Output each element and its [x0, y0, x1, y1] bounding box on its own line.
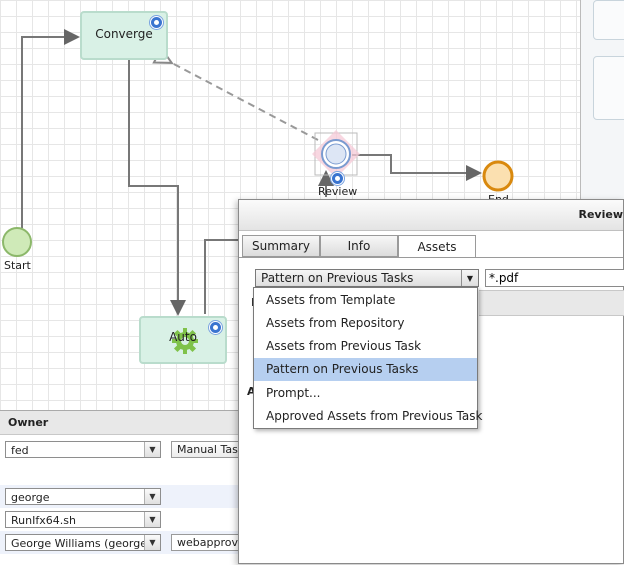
owner-select[interactable]: George Williams (george) ▼ — [5, 534, 161, 551]
review-badge-icon[interactable] — [331, 172, 344, 185]
palette-box-top[interactable] — [593, 0, 624, 40]
tab-info-label: Info — [347, 239, 371, 253]
task-auto-label: Auto — [169, 330, 197, 344]
option-label: Assets from Repository — [266, 316, 405, 330]
end-event-shape — [482, 160, 514, 192]
chevron-down-icon[interactable]: ▼ — [144, 442, 160, 457]
tab-info[interactable]: Info — [320, 235, 398, 257]
tab-assets[interactable]: Assets — [398, 235, 476, 258]
dropdown-option-selected[interactable]: Pattern on Previous Tasks — [254, 358, 477, 381]
asset-source-value: Pattern on Previous Tasks — [261, 271, 414, 285]
connector-converge-auto — [128, 60, 186, 316]
approver-box[interactable]: webapprove — [171, 534, 241, 551]
tab-summary-label: Summary — [252, 239, 310, 253]
owner-select[interactable]: fed ▼ — [5, 441, 161, 458]
tab-summary[interactable]: Summary — [242, 235, 320, 257]
task-converge-label: Converge — [95, 26, 153, 41]
connector-review-converge-dashed — [170, 62, 319, 141]
column-header-band — [479, 290, 624, 316]
owner-row: fed ▼ Manual Task — [0, 438, 241, 461]
connector-layer — [2, 29, 514, 316]
owner-column-header[interactable]: Owner — [0, 411, 240, 435]
owner-select-value: george — [11, 491, 50, 504]
dropdown-option[interactable]: Assets from Template — [254, 289, 477, 312]
approver-value: webapprove — [177, 536, 241, 549]
tab-assets-label: Assets — [417, 239, 457, 254]
pattern-input[interactable] — [485, 269, 624, 287]
option-label: Assets from Previous Task — [266, 339, 422, 353]
task-converge[interactable]: Converge — [80, 11, 168, 60]
gear-icon — [172, 328, 198, 354]
connector-start-converge — [21, 29, 80, 228]
chevron-down-icon[interactable]: ▼ — [461, 270, 478, 286]
owner-row: RunIfx64.sh ▼ — [0, 508, 240, 531]
start-label: Start — [4, 259, 31, 272]
option-label: Approved Assets from Previous Task — [266, 409, 483, 423]
owner-select[interactable]: george ▼ — [5, 488, 161, 505]
task-type-value: Manual Task — [177, 443, 241, 456]
dropdown-option[interactable]: Prompt... — [254, 382, 477, 405]
chevron-down-icon[interactable]: ▼ — [144, 512, 160, 527]
option-label: Assets from Template — [266, 293, 396, 307]
script-select-value: RunIfx64.sh — [11, 514, 76, 527]
dialog-title: Review — [578, 208, 624, 221]
task-auto[interactable]: Auto — [139, 316, 227, 364]
dropdown-option[interactable]: Approved Assets from Previous Task — [254, 405, 482, 428]
option-label: Pattern on Previous Tasks — [266, 362, 419, 376]
owner-row: george ▼ — [0, 485, 240, 508]
palette-box-middle[interactable] — [593, 56, 624, 120]
owner-row: George Williams (george) ▼ webapprove — [0, 531, 241, 554]
tab-strip-divider — [239, 257, 623, 258]
owner-select-value: fed — [11, 444, 29, 457]
script-select[interactable]: RunIfx64.sh ▼ — [5, 511, 161, 528]
option-label: Prompt... — [266, 386, 321, 400]
chevron-down-icon[interactable]: ▼ — [144, 489, 160, 504]
owner-select-value: George Williams (george) — [11, 537, 152, 550]
review-event-inner — [325, 143, 347, 165]
start-event-shape — [2, 227, 32, 257]
dropdown-option[interactable]: Assets from Previous Task — [254, 335, 477, 358]
section-label-fragment: A — [247, 385, 256, 398]
review-label: Review — [318, 185, 358, 198]
connector-review-end — [352, 154, 482, 181]
owner-row — [0, 461, 240, 484]
owner-panel: Owner fed ▼ Manual Task george ▼ RunIfx6… — [0, 410, 241, 565]
task-type-box[interactable]: Manual Task — [171, 441, 241, 458]
dialog-titlebar[interactable]: Review — [239, 200, 623, 231]
asset-source-select[interactable]: Pattern on Previous Tasks ▼ — [255, 269, 479, 287]
dropdown-option[interactable]: Assets from Repository — [254, 312, 477, 335]
info-badge-icon[interactable] — [209, 321, 222, 334]
chevron-down-icon[interactable]: ▼ — [144, 535, 160, 550]
connector-auto-review — [204, 239, 238, 314]
info-badge-icon[interactable] — [150, 16, 163, 29]
asset-source-dropdown: Assets from Template Assets from Reposit… — [253, 287, 482, 429]
